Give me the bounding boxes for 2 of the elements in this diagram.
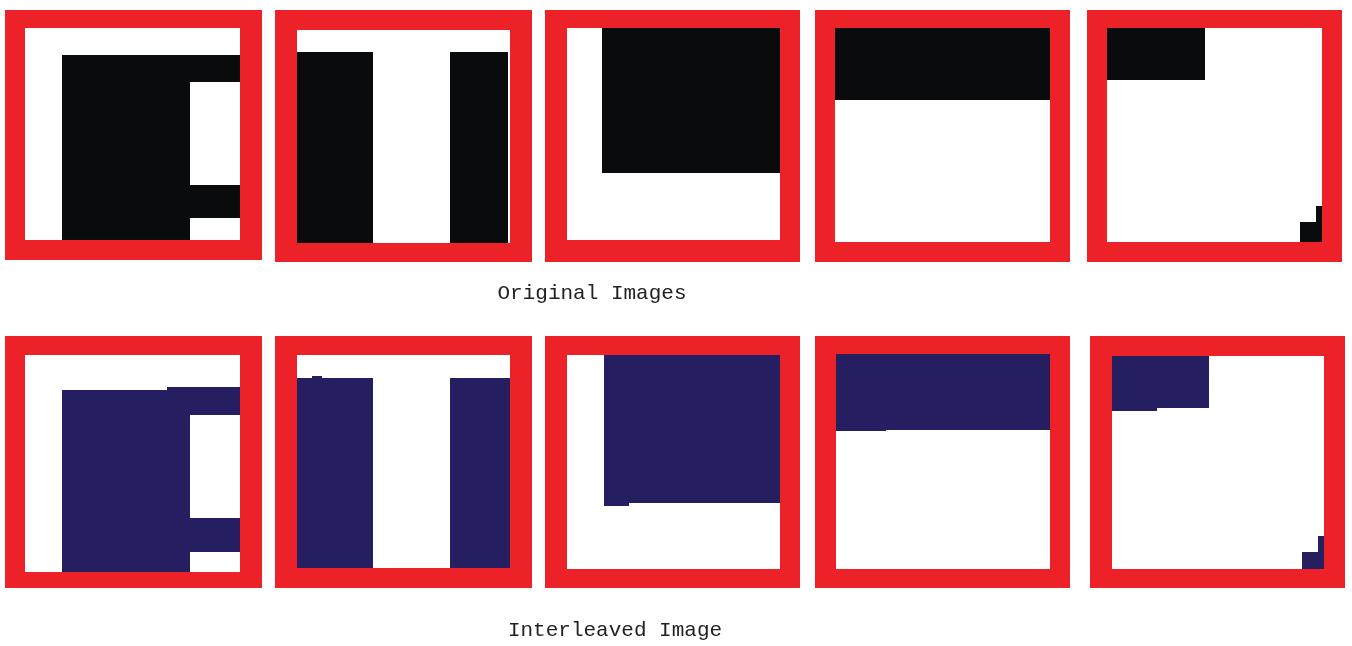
caption-text: Original Images (497, 282, 687, 305)
caption-text: Interleaved Image (507, 619, 723, 642)
